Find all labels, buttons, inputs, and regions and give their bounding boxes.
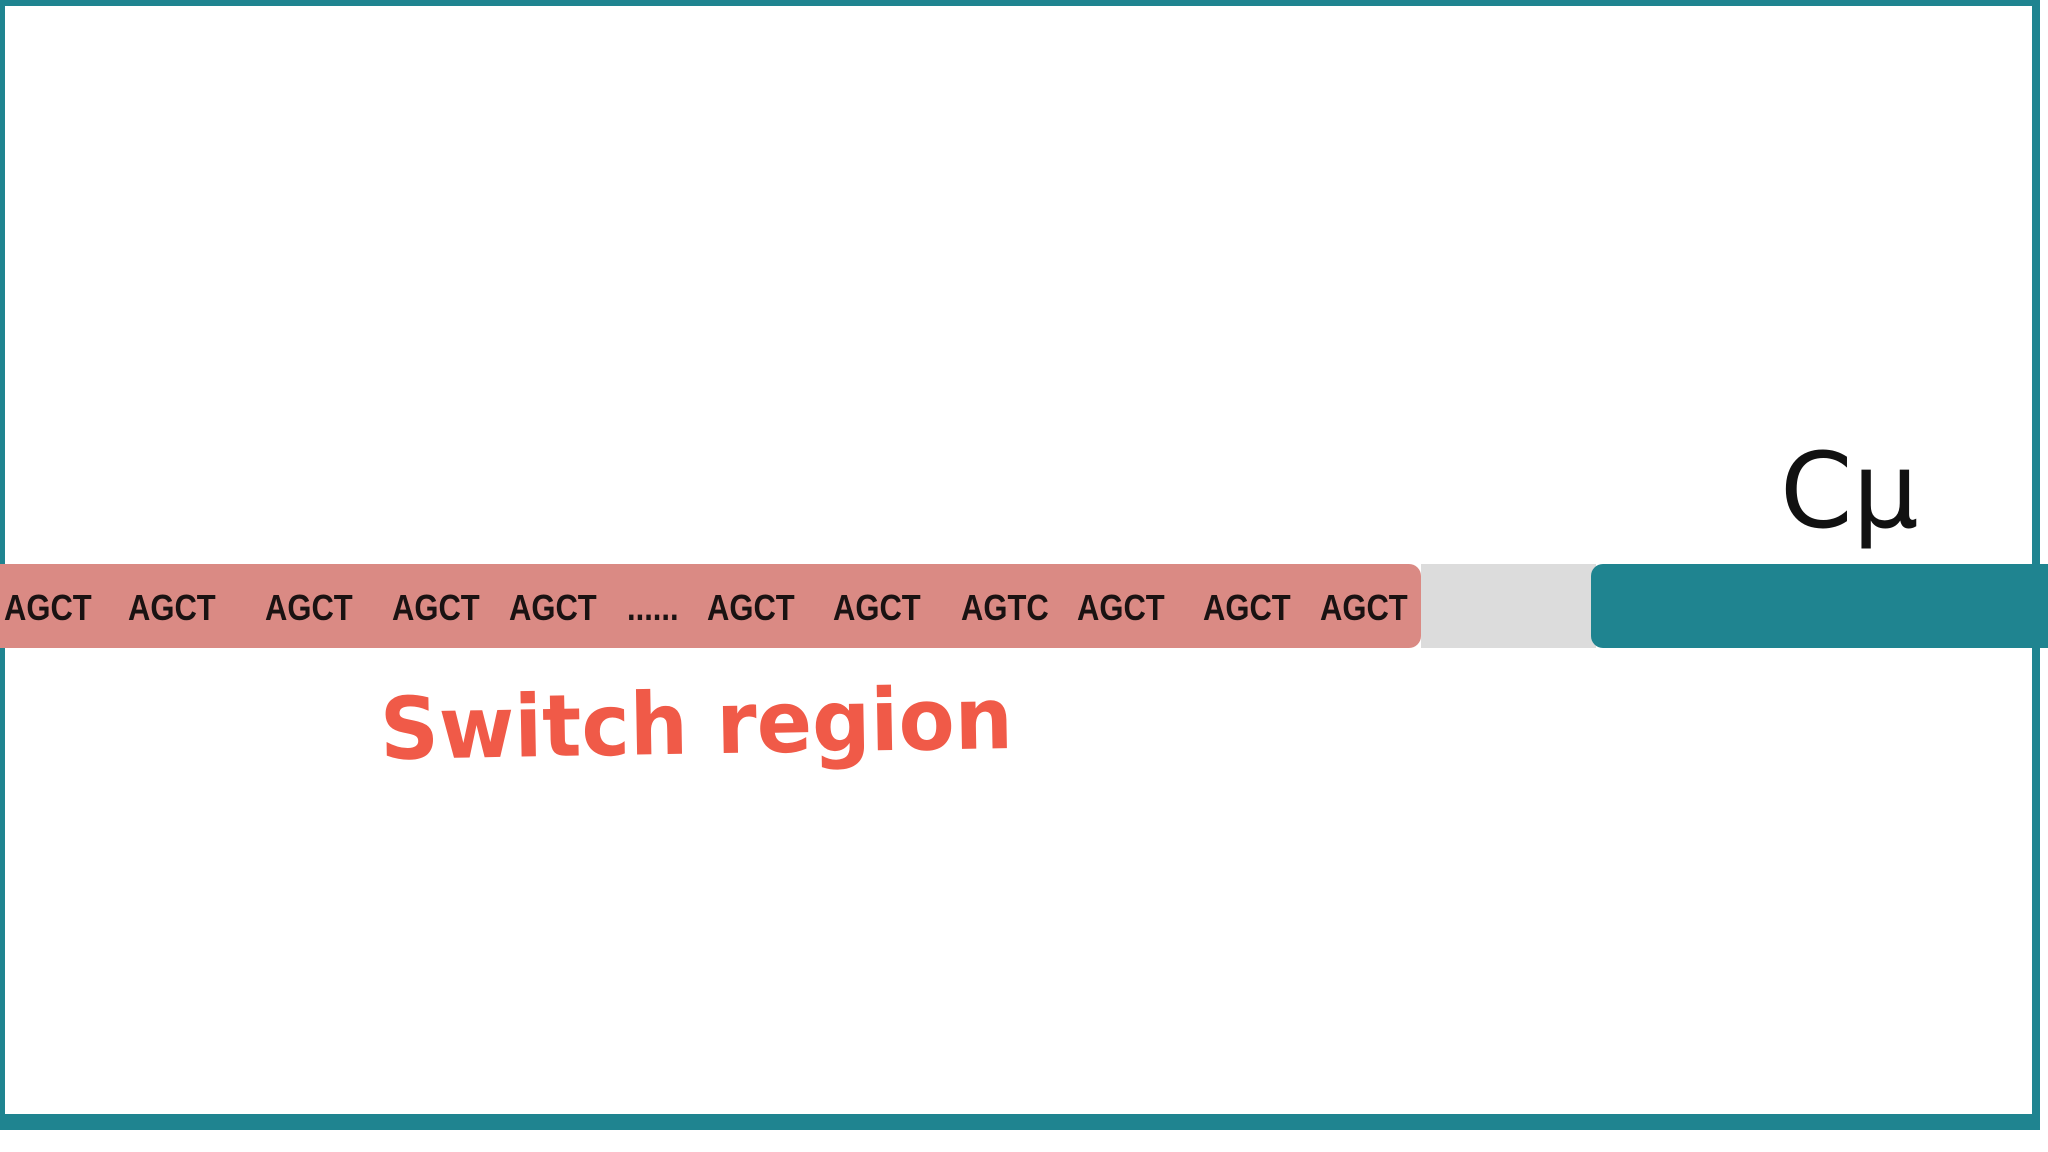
sequence-motif: AGCT <box>707 587 795 628</box>
switch-region-label: Switch region <box>379 668 1014 780</box>
sequence-motif: AGCT <box>128 587 216 628</box>
sequence-motif: AGCT <box>392 587 480 628</box>
sequence-motif: AGCT <box>509 587 597 628</box>
sequence-motif: AGCT <box>265 587 353 628</box>
sequence-motif: AGTC <box>961 587 1049 628</box>
c-mu-label: Cμ <box>1780 430 1919 552</box>
intron-gap <box>1421 564 1596 648</box>
sequence-motif: AGCT <box>1203 587 1291 628</box>
switch-region-band <box>0 564 1421 648</box>
sequence-motif: AGCT <box>1320 587 1408 628</box>
sequence-ellipsis: ...... <box>627 587 679 628</box>
c-mu-segment <box>1591 564 2048 648</box>
sequence-motif: AGCT <box>4 587 92 628</box>
sequence-motif: AGCT <box>833 587 921 628</box>
sequence-motif: AGCT <box>1077 587 1165 628</box>
